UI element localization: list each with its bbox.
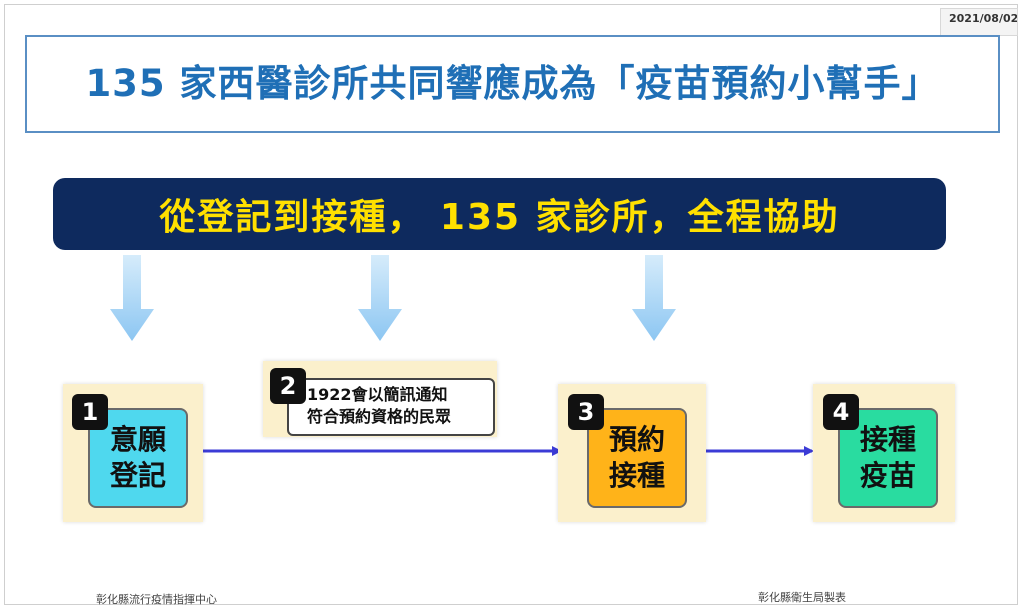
banner-text: 從登記到接種， 135 家診所，全程協助 xyxy=(159,197,840,238)
down-arrow-1 xyxy=(110,255,154,341)
down-arrow-3 xyxy=(632,255,676,341)
step-4-badge: 4 xyxy=(823,394,859,430)
step-1-label: 意願 登記 xyxy=(109,423,166,492)
down-arrow-2 xyxy=(358,255,402,341)
step-3-box: 預約 接種 xyxy=(587,408,687,508)
step-3-label: 預約 接種 xyxy=(608,423,665,492)
banner: 從登記到接種， 135 家診所，全程協助 xyxy=(53,178,946,250)
step-2-note: 1922會以簡訊通知 符合預約資格的民眾 xyxy=(287,378,495,436)
footer-left: 彰化縣流行疫情指揮中心 xyxy=(96,593,217,606)
step-1-box: 意願 登記 xyxy=(88,408,188,508)
step-3-badge: 3 xyxy=(568,394,604,430)
step-1-badge: 1 xyxy=(72,394,108,430)
page-title: 135 家西醫診所共同響應成為「疫苗預約小幫手」 xyxy=(85,62,940,105)
step-2-badge: 2 xyxy=(270,368,306,404)
step-4-label: 接種 疫苗 xyxy=(859,423,916,492)
title-box: 135 家西醫診所共同響應成為「疫苗預約小幫手」 xyxy=(25,35,1000,133)
footer-right: 彰化縣衛生局製表 xyxy=(758,591,846,604)
date-label: 2021/08/02 xyxy=(940,8,1018,36)
